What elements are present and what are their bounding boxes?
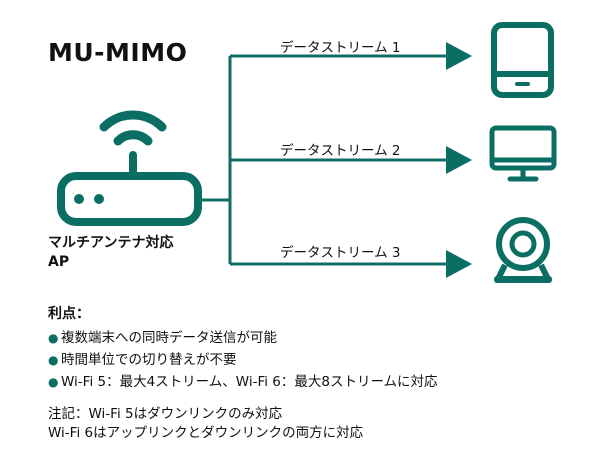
- webcam-icon: [494, 217, 552, 283]
- stream-label-3: データストリーム 3: [280, 245, 401, 261]
- ap-label: マルチアンテナ対応 AP: [48, 234, 173, 272]
- benefit-text: 時間単位での切り替えが不要: [61, 352, 237, 368]
- tablet-icon: [491, 22, 554, 98]
- wifi-signal-icon: [99, 110, 167, 146]
- stream-label-2: データストリーム 2: [280, 143, 401, 159]
- benefit-item: ● 時間単位での切り替えが不要: [48, 349, 588, 371]
- diagram-canvas: [57, 22, 557, 283]
- bullet-icon: ●: [48, 331, 59, 345]
- benefit-text: Wi-Fi 5：最大4ストリーム、Wi-Fi 6：最大8ストリームに対応: [61, 374, 438, 390]
- stream-label-1: データストリーム 1: [280, 40, 401, 56]
- note-line-1: 注記：Wi-Fi 5はダウンリンクのみ対応: [48, 406, 283, 422]
- ap-label-line-1: マルチアンテナ対応: [48, 235, 174, 251]
- arrowhead-3: [446, 250, 472, 278]
- stream-arrows: [446, 42, 472, 278]
- benefit-text: 複数端末への同時データ送信が可能: [61, 330, 277, 346]
- benefits-section: 利点： ● 複数端末への同時データ送信が可能 ● 時間単位での切り替えが不要 ●…: [48, 303, 588, 393]
- arrowhead-1: [446, 42, 472, 70]
- bullet-icon: ●: [48, 353, 59, 367]
- stream-connectors: [199, 54, 450, 266]
- diagram-title: MU-MIMO: [48, 38, 188, 67]
- ap-label-line-2: AP: [48, 254, 70, 270]
- note-line-2: Wi-Fi 6はアップリンクとダウンリンクの両方に対応: [48, 425, 364, 441]
- benefit-item: ● Wi-Fi 5：最大4ストリーム、Wi-Fi 6：最大8ストリームに対応: [48, 371, 588, 393]
- mu-mimo-diagram: MU-MIMO マルチアンテナ対応 AP データストリーム 1 データストリーム…: [48, 22, 557, 283]
- benefit-item: ● 複数端末への同時データ送信が可能: [48, 327, 588, 349]
- notes-section: 注記：Wi-Fi 5はダウンリンクのみ対応 Wi-Fi 6はアップリンクとダウン…: [48, 405, 588, 443]
- benefits-heading: 利点：: [48, 306, 90, 322]
- router-icon: [57, 151, 202, 226]
- bullet-icon: ●: [48, 375, 59, 389]
- arrowhead-2: [446, 146, 472, 174]
- desktop-monitor-icon: [489, 125, 557, 182]
